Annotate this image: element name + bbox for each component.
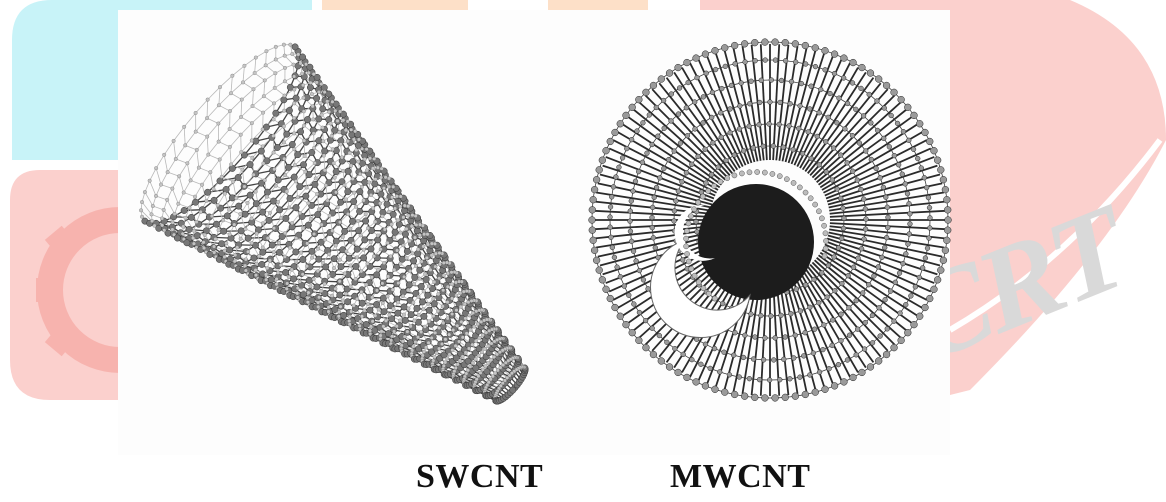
swcnt-nanotube-icon xyxy=(130,14,570,434)
watermark-gear-icon xyxy=(10,160,120,420)
swcnt-label: SWCNT xyxy=(416,458,543,496)
mwcnt-nanotube-icon xyxy=(580,30,960,410)
mwcnt-label: MWCNT xyxy=(670,458,810,496)
